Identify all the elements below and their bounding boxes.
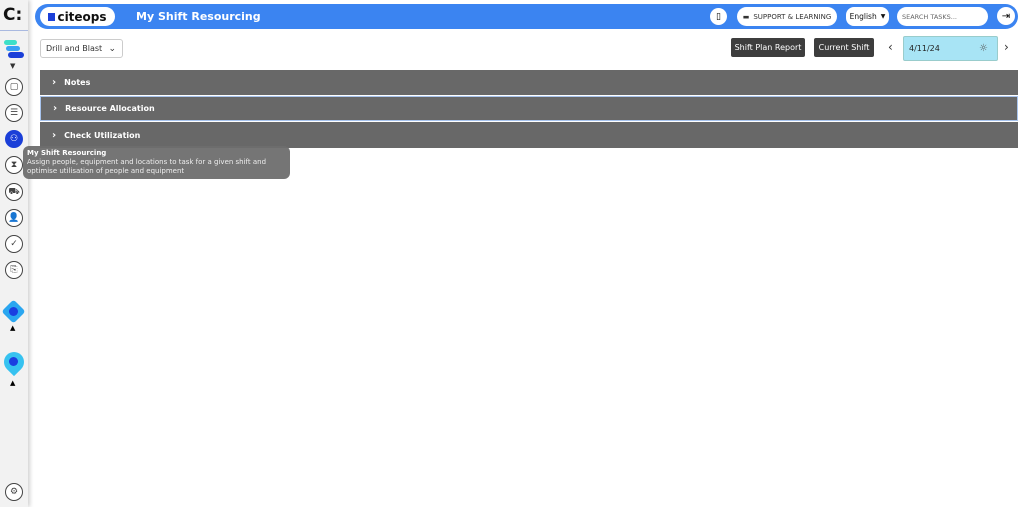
- date-picker[interactable]: 4/11/24 ☼: [903, 36, 998, 61]
- expand-arrow-icon[interactable]: ▼: [10, 62, 16, 70]
- date-value: 4/11/24: [909, 44, 940, 53]
- current-shift-button[interactable]: Current Shift: [814, 38, 874, 57]
- accordion-notes[interactable]: › Notes: [40, 70, 1018, 95]
- accordion-label: Check Utilization: [64, 130, 141, 140]
- person-icon[interactable]: 👤: [5, 209, 23, 227]
- support-label: SUPPORT & LEARNING: [753, 12, 832, 21]
- divider: [0, 30, 28, 31]
- chevron-right-icon: ›: [52, 77, 57, 88]
- page-title: My Shift Resourcing: [136, 10, 261, 23]
- hourglass-icon[interactable]: ⧗: [5, 156, 23, 174]
- sun-icon[interactable]: ☼: [979, 43, 988, 54]
- shift-plan-report-button[interactable]: Shift Plan Report: [731, 38, 805, 57]
- chevron-down-icon: ▼: [880, 13, 886, 20]
- accordion-label: Notes: [64, 78, 91, 87]
- check-icon[interactable]: ✓: [5, 235, 23, 253]
- tooltip: My Shift Resourcing Assign people, equip…: [23, 146, 290, 179]
- location-app-dot: [9, 357, 18, 366]
- logo-text: citeops: [57, 9, 107, 24]
- app-switcher-icon[interactable]: [4, 40, 24, 60]
- workflow-value: Drill and Blast: [46, 44, 103, 53]
- diamond-app-dot: [9, 307, 18, 316]
- language-value: English: [849, 12, 877, 21]
- gantt-chart-icon[interactable]: ☰: [5, 104, 23, 122]
- brand-logo: C:: [3, 5, 23, 25]
- collapse-arrow-icon[interactable]: ▲: [10, 324, 16, 332]
- shift-resourcing-icon[interactable]: ⚇: [5, 130, 23, 148]
- accordion-label: Resource Allocation: [65, 104, 155, 113]
- citeops-logo[interactable]: citeops: [40, 7, 115, 26]
- document-clock-icon[interactable]: ⎘: [5, 261, 23, 279]
- chat-icon: ▬: [742, 12, 750, 21]
- accordion-check-utilization[interactable]: › Check Utilization: [40, 122, 1018, 148]
- chevron-down-icon: ⌄: [108, 43, 116, 54]
- language-select[interactable]: English▼: [846, 7, 889, 26]
- previous-date-button[interactable]: ‹: [888, 40, 893, 54]
- tooltip-text: Assign people, equipment and locations t…: [27, 158, 267, 175]
- tablet-icon[interactable]: ▯: [710, 8, 727, 25]
- settings-gear-icon[interactable]: ⚙: [5, 483, 23, 501]
- truck-icon[interactable]: ⛟: [5, 183, 23, 201]
- sidebar: C: ▼ ▢ ☰ ⚇ ⧗ ⛟ 👤 ✓ ⎘ ▲ ▲ ⚙: [0, 0, 29, 507]
- header-bar: citeops My Shift Resourcing ▯ ▬SUPPORT &…: [35, 4, 1018, 29]
- collapse-arrow-icon[interactable]: ▲: [10, 379, 16, 387]
- workflow-select[interactable]: Drill and Blast ⌄: [40, 39, 123, 58]
- tooltip-title: My Shift Resourcing: [27, 149, 107, 157]
- chevron-right-icon: ›: [53, 103, 58, 114]
- accordion-resource-allocation[interactable]: › Resource Allocation: [40, 96, 1018, 121]
- support-learning-button[interactable]: ▬SUPPORT & LEARNING: [737, 7, 837, 26]
- dashboard-icon[interactable]: ▢: [5, 78, 23, 96]
- logout-icon[interactable]: ⇥: [997, 7, 1015, 25]
- chevron-right-icon: ›: [52, 129, 57, 141]
- logo-mark-icon: [48, 12, 56, 21]
- search-tasks-input[interactable]: SEARCH TASKS...: [897, 7, 988, 26]
- next-date-button[interactable]: ›: [1004, 40, 1009, 54]
